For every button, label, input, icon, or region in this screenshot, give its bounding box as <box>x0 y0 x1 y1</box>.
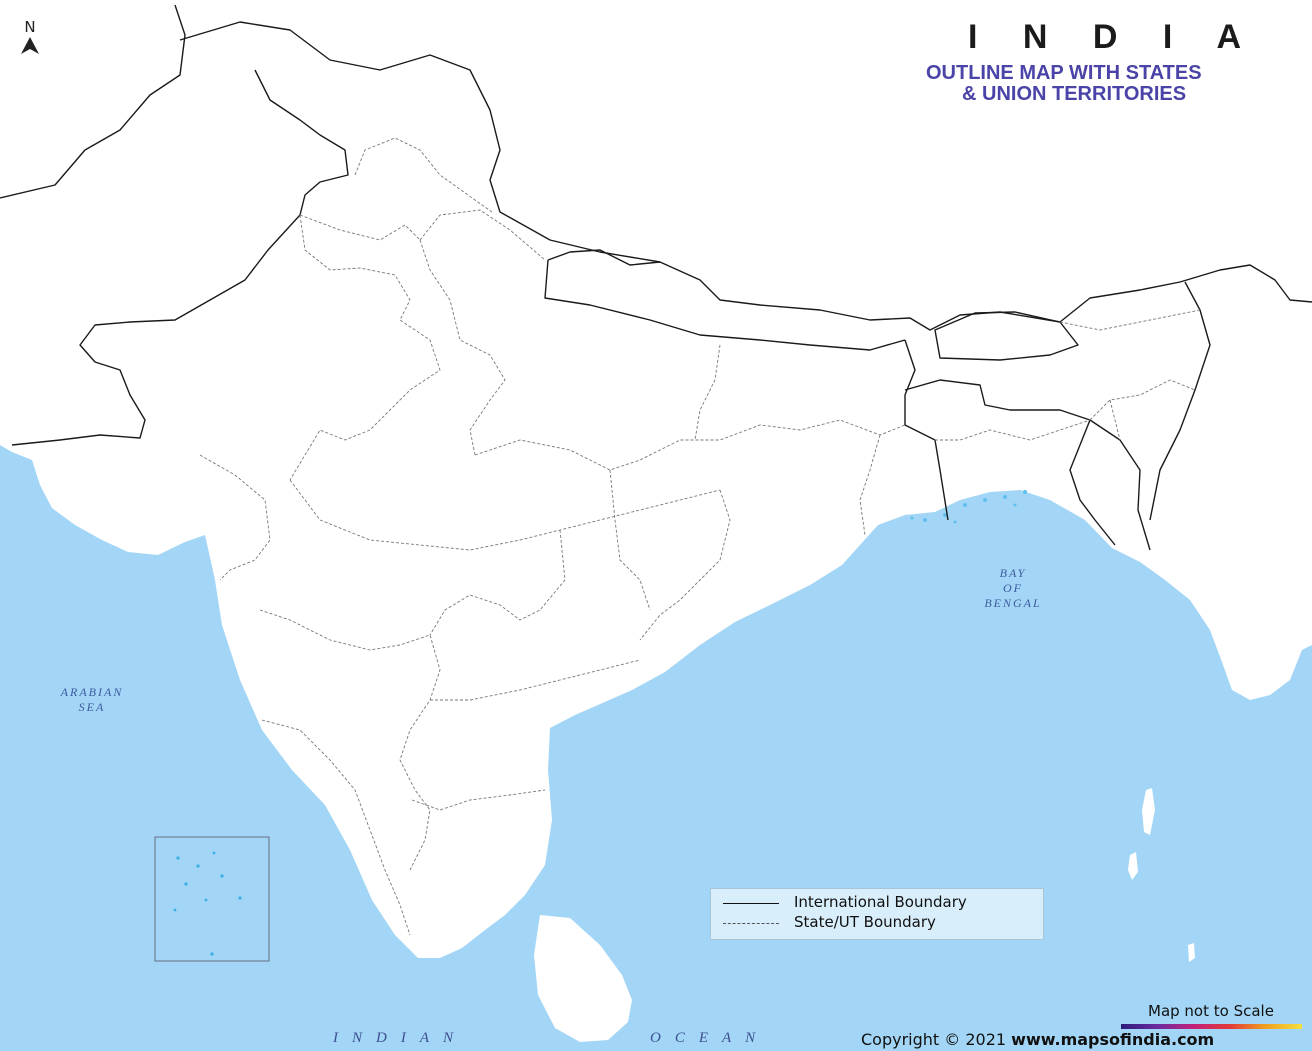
indian-ocean-label-word2: OCEAN <box>650 1030 770 1046</box>
bay-of-bengal-label-line2: OF <box>1003 581 1023 595</box>
lakshadweep-islands <box>173 851 242 956</box>
sri-lanka <box>534 915 632 1042</box>
state-boundaries <box>199 137 1201 936</box>
scale-color-bar <box>1121 1024 1302 1029</box>
legend-state-label: State/UT Boundary <box>794 913 936 931</box>
international-boundaries <box>0 4 1312 551</box>
scale-note: Map not to Scale <box>1148 1002 1274 1020</box>
landmass <box>0 0 1312 958</box>
map-legend: International Boundary State/UT Boundary <box>710 888 1044 940</box>
arabian-sea-label-line1: ARABIAN <box>60 685 124 699</box>
copyright-line: Copyright © 2021 www.mapsofindia.com <box>861 1030 1214 1049</box>
international-boundary-swatch <box>723 903 779 904</box>
andaman-islands <box>1142 788 1155 835</box>
state-boundary-swatch <box>723 923 779 924</box>
andaman-islands-south <box>1128 852 1138 880</box>
bay-of-bengal-label-line3: BENGAL <box>984 596 1042 610</box>
bay-of-bengal-label-line1: BAY <box>999 566 1027 580</box>
legend-international-label: International Boundary <box>794 893 967 911</box>
map-title: I N D I A <box>968 18 1260 56</box>
arabian-sea-label-line2: SEA <box>78 700 106 714</box>
nicobar-islands <box>1188 943 1195 962</box>
copyright-site: www.mapsofindia.com <box>1011 1030 1215 1049</box>
north-arrow-icon <box>21 37 39 54</box>
map-subtitle-line1: OUTLINE MAP WITH STATES <box>926 62 1202 84</box>
delta-speckles <box>910 490 1027 524</box>
lakshadweep-inset <box>154 836 270 962</box>
copyright-prefix: Copyright © 2021 <box>861 1030 1007 1049</box>
map-subtitle-line2: & UNION TERRITORIES <box>962 83 1187 105</box>
north-label: N <box>24 18 36 36</box>
indian-ocean-label-word1: INDIAN <box>333 1030 467 1046</box>
